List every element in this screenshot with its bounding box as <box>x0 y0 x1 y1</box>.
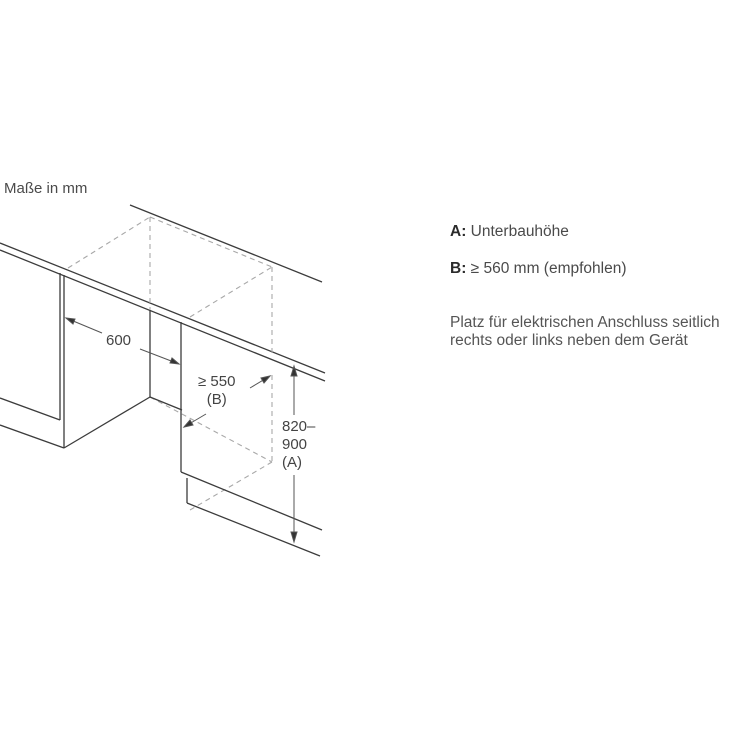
back-wall-line <box>129 204 323 283</box>
legend-key-a: A: <box>450 223 467 240</box>
legend-item-b: B: ≥ 560 mm (empfohlen) <box>450 260 627 278</box>
width-dimension-arrow <box>64 317 181 365</box>
height-ref: (A) <box>282 454 302 471</box>
electrical-connection-note: Platz für elektrischen Anschluss seitlic… <box>450 314 720 349</box>
legend-text-a: Unterbauhöhe <box>470 223 569 240</box>
niche-outline-dashed <box>67 216 273 511</box>
appliance-outline <box>180 322 323 557</box>
depth-dimension-label: ≥ 550 (B) <box>198 373 235 409</box>
legend-item-a: A: Unterbauhöhe <box>450 223 569 241</box>
height-dimension-label: 820– 900 (A) <box>282 418 315 472</box>
height-line-1: 820– <box>282 418 316 435</box>
depth-ref: (B) <box>206 391 227 408</box>
countertop-edge-lower <box>0 249 326 382</box>
legend-key-b: B: <box>450 260 467 277</box>
countertop-edge-upper <box>0 242 326 374</box>
height-dimension-arrow <box>290 364 298 544</box>
height-line-2: 900 <box>282 436 308 453</box>
depth-min-value: ≥ 550 <box>198 373 236 390</box>
units-label: Maße in mm <box>4 180 88 197</box>
legend-text-b: ≥ 560 mm (empfohlen) <box>470 260 627 277</box>
depth-dimension-arrow <box>182 375 272 428</box>
width-dimension-label: 600 <box>106 332 132 349</box>
left-cabinet <box>0 273 183 449</box>
